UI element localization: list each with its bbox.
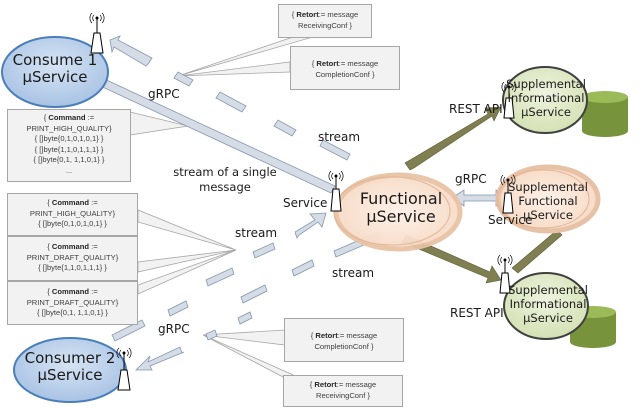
- dash-c2-req-2: [167, 300, 189, 317]
- supp-functional-label: Supplemental Functional µService: [508, 180, 588, 222]
- dash-c1-1: [173, 71, 194, 87]
- label-rest-api-top: REST API: [449, 102, 503, 116]
- dash-mid-1: [205, 267, 235, 287]
- dash-c2-req-3: [240, 284, 268, 304]
- antenna-icons: [89, 12, 517, 391]
- callout-command-stream: { Command := PRINT_HIGH_QUALITY} { []byt…: [7, 109, 131, 182]
- dash-c2-resp-1: [205, 329, 218, 341]
- arrow-rest-top: [404, 106, 502, 171]
- callout-pointers: [129, 31, 331, 379]
- label-stream-single-message: stream of a single message: [173, 165, 277, 194]
- dash-c2-resp-2: [237, 311, 253, 325]
- antenna-icon: [501, 81, 517, 119]
- dash-c2-req-4: [291, 259, 315, 277]
- label-stream-mid: stream: [235, 226, 278, 240]
- pointer-command-high: [137, 209, 237, 251]
- consumer2-label: Consumer 2 µService: [24, 349, 116, 385]
- label-stream-bottom: stream: [332, 266, 375, 280]
- pointer-retort-top-completion: [177, 61, 291, 77]
- supp-info-top-node: [502, 66, 588, 134]
- dash-c1-3: [273, 119, 297, 137]
- label-grpc-top: gRPC: [148, 87, 180, 101]
- consumer1-node: [1, 36, 109, 108]
- supp-info-bottom-node: [503, 272, 589, 340]
- callout-command-draft-2: { Command := PRINT_DRAFT_QUALITY} { []by…: [7, 281, 138, 325]
- arrow-consumer2-response-head: [135, 346, 185, 371]
- label-service-functional: Service: [283, 196, 328, 210]
- label-grpc-bottom: gRPC: [158, 322, 190, 336]
- antenna-icon: [116, 347, 132, 391]
- arrow-consumer1-response-head: [109, 35, 153, 67]
- antenna-icon: [500, 174, 516, 214]
- dash-c1-2: [215, 91, 247, 113]
- pointer-command-draft-2: [137, 249, 237, 295]
- label-grpc-right: gRPC: [455, 172, 487, 186]
- antenna-icon: [328, 170, 344, 212]
- callout-retort-top-completion: { Retort:= message CompletionConf }: [290, 46, 400, 90]
- dash-c1-4: [319, 139, 351, 161]
- antenna-icon: [89, 12, 105, 54]
- dash-mid-2: [252, 242, 276, 259]
- supp-functional-node: [495, 164, 601, 234]
- consumer1-label: Consume 1 µService: [12, 51, 98, 87]
- callout-retort-bottom-receiving: { Retort:= message ReceivingConf }: [283, 375, 403, 407]
- database-top: [582, 91, 628, 137]
- dash-c2-req-1: [111, 319, 146, 342]
- functional-label: Functional µService: [359, 189, 443, 227]
- callout-command-high: { Command := PRINT_HIGH_QUALITY} { []byt…: [7, 193, 138, 236]
- supp-info-bottom-label: Supplemental Informational µService: [508, 283, 588, 325]
- callout-command-draft-1: { Command := PRINT_DRAFT_QUALITY} { []by…: [7, 236, 138, 281]
- label-service-supp: Service: [488, 213, 533, 227]
- pointer-command-draft-1: [137, 249, 237, 273]
- line-supp-functional-to-info: [511, 229, 563, 274]
- label-rest-api-bottom: REST API: [450, 306, 504, 320]
- arrow-mid-stream-head: [294, 212, 327, 239]
- callout-retort-bottom-completion: { Retort:= message CompletionConf }: [284, 318, 404, 362]
- callout-retort-top-receiving: { Retort:= message ReceivingConf }: [278, 4, 372, 38]
- label-stream-top: stream: [318, 130, 361, 144]
- grpc-arrows: [95, 35, 509, 371]
- antenna-icon: [497, 254, 513, 294]
- supp-info-top-label: Supplemental Informational µService: [506, 77, 586, 119]
- functional-node: [333, 172, 463, 252]
